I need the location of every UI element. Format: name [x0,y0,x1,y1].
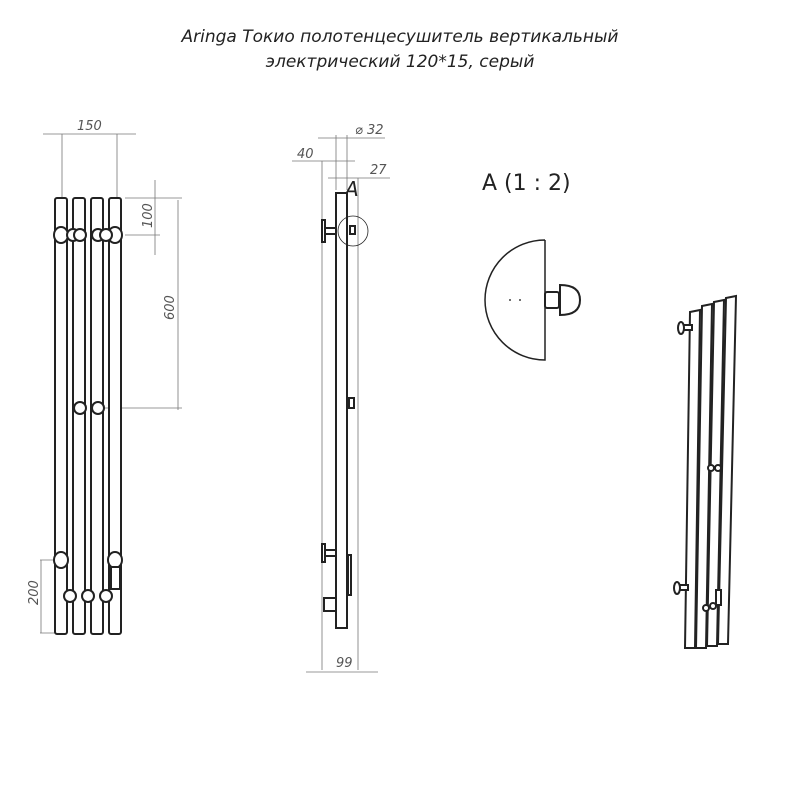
isometric-view [673,294,738,649]
detail-view: A (1 : 2) [482,171,582,361]
side-view: ⌀ 32 40 27 99 A [292,123,390,673]
detail-knob [349,225,356,235]
title-line-1: Aringa Токио полотенцесушитель вертикаль… [181,27,619,47]
iso-heater [715,589,722,606]
detail-label: A (1 : 2) [482,171,571,196]
tube-2 [72,197,86,635]
tube-1 [54,197,68,635]
dim-offset-label: 40 [297,147,314,162]
top-wall-plate [321,219,326,243]
tube-3 [90,197,104,635]
top-bracket [324,227,337,235]
side-tube [335,192,348,629]
dim-diameter-label: ⌀ 32 [355,123,384,138]
detail-circle [337,215,369,247]
dim-bottom-label: 200 [27,580,42,605]
dim-wall-label: 27 [370,163,387,178]
dim-mid-label: 600 [163,295,178,320]
detail-knob-stem [544,291,560,309]
heater-cable-outlet [323,597,337,612]
iso-tube-4 [716,294,738,645]
bottom-bracket [324,549,337,557]
title-line-2: электрический 120*15, серый [265,52,535,72]
iso-tube-3 [705,298,726,647]
dim-top-label: 100 [141,203,156,228]
dim-width-label: 150 [77,119,102,134]
tube-4 [108,197,122,635]
heater-box [347,554,352,596]
middle-knob [348,397,355,409]
bottom-wall-plate [321,543,326,563]
dim-depth-label: 99 [336,656,353,671]
connectors [53,226,123,603]
iso-tube-2 [694,302,714,649]
detail-knob-head [559,283,582,317]
detail-section [484,239,546,361]
front-view: 150 100 600 200 [27,119,182,635]
